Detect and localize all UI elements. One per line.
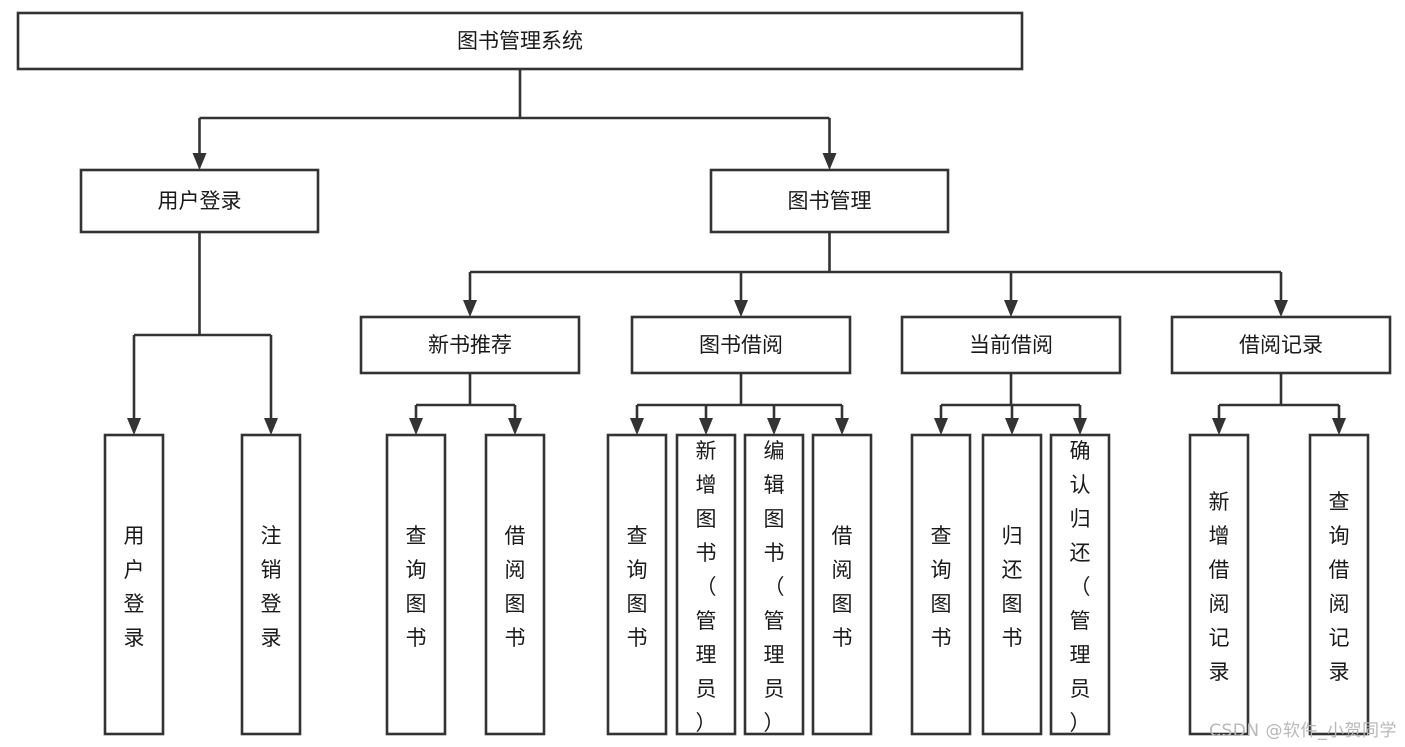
node-box[interactable] [1188,433,1250,736]
node-label: 新书推荐 [428,333,512,357]
arrow-head-icon [508,418,522,435]
node-leaf-query-book-3[interactable]: 查询图书 [910,433,972,736]
node-label: 当前借阅 [969,333,1053,357]
node-label: 图书管理 [788,189,872,213]
node-label: 查询图书 [406,524,427,650]
connector-layer [127,69,1346,435]
node-label: 查询图书 [627,524,648,650]
node-box[interactable] [709,168,950,234]
arrow-head-icon [835,418,849,435]
node-label: 编辑图书（管理员） [764,439,785,735]
node-box[interactable] [79,168,320,234]
node-label: 归还图书 [1002,524,1023,650]
arrow-head-icon [1004,300,1018,317]
node-label: 图书管理系统 [457,29,583,53]
node-leaf-return-book[interactable]: 归还图书 [981,433,1043,736]
node-leaf-edit-book[interactable]: 编辑图书（管理员） [743,433,805,736]
node-label: 查询借阅记录 [1329,490,1350,684]
node-box[interactable] [1049,433,1111,736]
node-box[interactable] [484,433,546,736]
node-leaf-borrow-book-2[interactable]: 借阅图书 [811,433,873,736]
node-box[interactable] [1308,433,1370,736]
node-leaf-confirm-return[interactable]: 确认归还（管理员） [1049,433,1111,736]
arrow-head-icon [192,153,207,170]
arrow-head-icon [734,300,748,317]
node-label: 用户登录 [158,189,242,213]
node-root[interactable]: 图书管理系统 [16,11,1024,71]
node-box[interactable] [900,315,1122,375]
arrow-head-icon [767,418,781,435]
node-leaf-add-book[interactable]: 新增图书（管理员） [675,433,737,736]
node-leaf-borrow-book-1[interactable]: 借阅图书 [484,433,546,736]
node-book-manage[interactable]: 图书管理 [709,168,950,234]
node-box[interactable] [606,433,668,736]
node-leaf-add-record[interactable]: 新增借阅记录 [1188,433,1250,736]
node-current-borrow[interactable]: 当前借阅 [900,315,1122,375]
node-label: 借阅记录 [1239,333,1323,357]
node-label: 新增借阅记录 [1209,490,1230,684]
node-box[interactable] [385,433,447,736]
node-box[interactable] [743,433,805,736]
arrow-head-icon [1212,418,1226,435]
node-label: 确认归还（管理员） [1070,439,1091,735]
node-box[interactable] [630,315,852,375]
arrow-head-icon [630,418,644,435]
node-label: 图书借阅 [699,333,783,357]
node-label: 新增图书（管理员） [696,439,717,735]
node-box[interactable] [811,433,873,736]
arrow-head-icon [822,153,837,170]
node-label: 用户登录 [124,524,145,650]
arrow-head-icon [409,418,423,435]
node-box[interactable] [981,433,1043,736]
node-borrow-records[interactable]: 借阅记录 [1170,315,1392,375]
arrow-head-icon [127,418,141,435]
node-book-borrow[interactable]: 图书借阅 [630,315,852,375]
node-box[interactable] [910,433,972,736]
csdn-watermark: CSDN @软件_小贺同学 [1209,721,1397,741]
node-box[interactable] [1170,315,1392,375]
node-user-login[interactable]: 用户登录 [79,168,320,234]
node-box[interactable] [359,315,581,375]
arrow-head-icon [934,418,948,435]
node-label: 借阅图书 [505,524,526,650]
node-leaf-user-login[interactable]: 用户登录 [103,433,165,736]
arrow-head-icon [699,418,713,435]
arrow-head-icon [1274,300,1288,317]
node-label: 查询图书 [931,524,952,650]
node-box[interactable] [16,11,1024,71]
arrow-head-icon [1005,418,1019,435]
node-leaf-query-book-2[interactable]: 查询图书 [606,433,668,736]
node-label: 注销登录 [261,524,282,650]
node-label: 借阅图书 [832,524,853,650]
arrow-head-icon [463,300,477,317]
node-leaf-query-record[interactable]: 查询借阅记录 [1308,433,1370,736]
node-box[interactable] [675,433,737,736]
arrow-head-icon [1073,418,1087,435]
node-box[interactable] [240,433,302,736]
arrow-head-icon [1332,418,1346,435]
node-leaf-query-book-1[interactable]: 查询图书 [385,433,447,736]
node-new-book-recommend[interactable]: 新书推荐 [359,315,581,375]
node-box[interactable] [103,433,165,736]
arrow-head-icon [264,418,278,435]
node-leaf-logout[interactable]: 注销登录 [240,433,302,736]
node-layer: 图书管理系统用户登录图书管理新书推荐图书借阅当前借阅借阅记录用户登录注销登录查询… [16,11,1392,736]
